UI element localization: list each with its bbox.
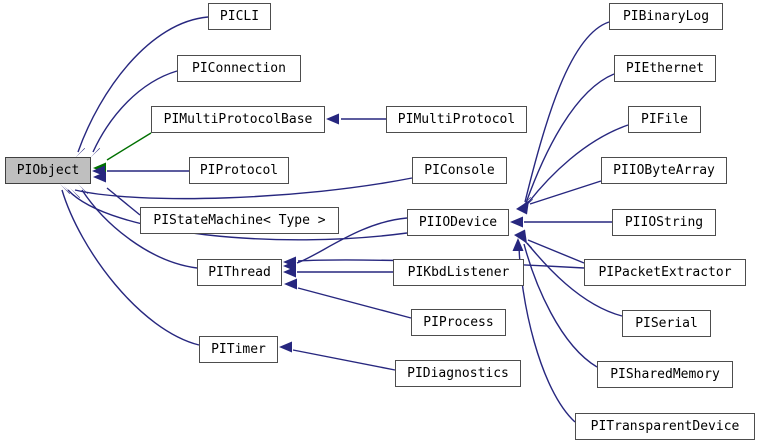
edge-line <box>524 21 610 203</box>
class-node-pifile[interactable]: PIFile <box>628 106 701 133</box>
class-node-pitransparentdevice[interactable]: PITransparentDevice <box>575 413 755 440</box>
class-node-label: PIIODevice <box>418 215 498 230</box>
class-node-piobject[interactable]: PIObject <box>5 157 91 184</box>
class-node-piconnection[interactable]: PIConnection <box>177 55 301 82</box>
edge-pidiagnostics-to-pitimer <box>279 341 396 371</box>
class-node-piiostring[interactable]: PIIOString <box>612 209 716 236</box>
inheritance-arrowhead <box>283 256 296 268</box>
inheritance-arrowhead <box>521 238 531 248</box>
class-node-label: PIIOByteArray <box>613 163 715 178</box>
class-node-label: PISharedMemory <box>610 367 720 382</box>
class-node-pibinarylog[interactable]: PIBinaryLog <box>609 3 723 30</box>
edge-line <box>529 180 602 205</box>
inheritance-arrowhead <box>64 186 74 196</box>
class-node-label: PIIOString <box>624 215 704 230</box>
class-node-label: PIFile <box>641 112 688 127</box>
class-node-piconsole[interactable]: PIConsole <box>412 157 507 184</box>
class-node-pisharedmemory[interactable]: PISharedMemory <box>597 361 733 388</box>
edge-line <box>77 16 209 153</box>
class-node-label: PIPacketExtractor <box>598 265 732 280</box>
class-node-label: PIProtocol <box>199 163 279 178</box>
edge-pipacketextractor-to-piiodevice <box>514 229 585 264</box>
edge-pimultiprotocol-to-pimpb <box>326 113 386 125</box>
class-node-piethernet[interactable]: PIEthernet <box>614 55 716 82</box>
inheritance-arrowhead <box>510 216 523 228</box>
edge-line <box>518 243 576 423</box>
inheritance-arrowhead <box>514 229 527 244</box>
class-node-pistatemachine[interactable]: PIStateMachine< Type > <box>140 207 339 234</box>
edge-line <box>525 73 615 204</box>
edge-line <box>92 70 178 153</box>
inheritance-arrowhead <box>70 188 80 198</box>
class-node-label: PICLI <box>219 9 260 24</box>
edge-picli-to-piobject <box>75 16 209 158</box>
class-node-pithread[interactable]: PIThread <box>197 259 282 286</box>
edge-line <box>106 187 141 216</box>
edge-pitimer-to-piobject <box>60 184 200 346</box>
edge-line <box>67 189 408 241</box>
class-node-label: PIThread <box>208 265 271 280</box>
edge-pisharedmemory-to-piiodevice <box>521 238 598 368</box>
class-node-piiodevice[interactable]: PIIODevice <box>407 209 509 236</box>
class-node-label: PIConsole <box>424 163 495 178</box>
edge-piiodevice-to-piobject <box>64 186 408 241</box>
edge-pistatemachine-to-piobject <box>93 171 141 216</box>
class-node-piserial[interactable]: PISerial <box>622 310 711 337</box>
edge-line <box>74 177 413 200</box>
class-node-pipacketextractor[interactable]: PIPacketExtractor <box>584 259 746 286</box>
edge-piethernet-to-piiodevice <box>522 73 615 208</box>
inheritance-arrowhead <box>516 200 529 215</box>
inheritance-arrowhead <box>90 148 100 158</box>
class-node-pimultiprotocolbase[interactable]: PIMultiProtocolBase <box>151 106 325 133</box>
class-node-label: PITransparentDevice <box>590 419 740 434</box>
edge-piiobytearray-to-piiodevice <box>516 180 602 215</box>
class-node-pimultiprotocol[interactable]: PIMultiProtocol <box>386 106 527 133</box>
class-node-label: PIKbdListener <box>407 265 510 280</box>
edge-line <box>526 242 623 317</box>
edge-line <box>523 243 598 368</box>
edge-line <box>296 217 408 264</box>
class-node-label: PIObject <box>16 163 80 178</box>
class-node-picli[interactable]: PICLI <box>208 3 271 30</box>
class-node-label: PIEthernet <box>625 61 705 76</box>
edge-line <box>527 239 585 264</box>
inheritance-arrowhead <box>284 278 297 290</box>
edge-line <box>81 189 198 269</box>
inheritance-arrowhead <box>60 184 70 194</box>
class-node-label: PIMultiProtocolBase <box>163 112 313 127</box>
edge-pibinarylog-to-piiodevice <box>521 21 610 207</box>
inheritance-arrowhead <box>512 238 524 251</box>
inheritance-arrowhead <box>93 171 106 183</box>
edge-pikbdlistener-to-pithread <box>283 266 393 278</box>
class-node-label: PITimer <box>211 342 266 357</box>
class-node-piprotocol[interactable]: PIProtocol <box>189 157 289 184</box>
inheritance-arrowhead <box>522 238 532 248</box>
class-node-piiobytearray[interactable]: PIIOByteArray <box>601 157 727 184</box>
edge-piconnection-to-piobject <box>90 70 178 158</box>
class-node-label: PIDiagnostics <box>407 366 509 381</box>
class-node-label: PIBinaryLog <box>622 9 710 24</box>
edge-line <box>527 124 629 204</box>
class-node-label: PIMultiProtocol <box>397 112 516 127</box>
class-node-label: PIConnection <box>192 61 286 76</box>
edge-piserial-to-piiodevice <box>522 238 623 317</box>
class-node-pikbdlistener[interactable]: PIKbdListener <box>393 259 524 286</box>
class-node-label: PIStateMachine< Type > <box>153 213 326 228</box>
edge-piiostring-to-piiodevice <box>510 216 612 228</box>
edge-piprocess-to-pithread <box>284 278 412 319</box>
class-node-pitimer[interactable]: PITimer <box>199 336 278 363</box>
class-node-piprocess[interactable]: PIProcess <box>411 309 506 336</box>
class-node-label: PISerial <box>635 316 698 331</box>
inheritance-arrowhead <box>326 113 339 125</box>
class-node-label: PIProcess <box>423 315 494 330</box>
edge-line <box>297 287 412 319</box>
edge-piprotocol-to-piobject <box>92 165 189 177</box>
class-node-pidiagnostics[interactable]: PIDiagnostics <box>395 360 521 387</box>
inheritance-arrowhead <box>279 341 292 353</box>
edge-piconsole-to-piobject <box>70 177 413 200</box>
edge-line <box>61 189 200 346</box>
edge-line <box>292 349 396 371</box>
inheritance-arrowhead <box>75 148 85 158</box>
edge-line <box>106 132 152 161</box>
